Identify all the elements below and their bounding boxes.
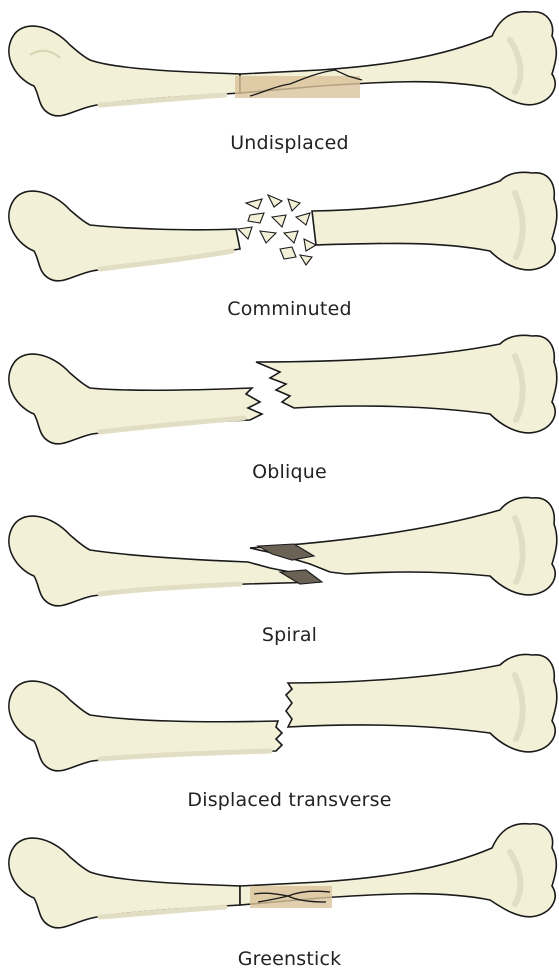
- bone-displaced-transverse: [9, 654, 557, 770]
- bone-spiral: [9, 498, 557, 606]
- label-undisplaced: Undisplaced: [0, 132, 559, 154]
- bone-fragments: [238, 195, 316, 265]
- label-comminuted: Comminuted: [0, 298, 559, 320]
- label-displaced-transverse: Displaced transverse: [0, 789, 559, 811]
- bone-oblique: [9, 335, 557, 444]
- label-oblique: Oblique: [0, 461, 559, 483]
- bone-undisplaced: [9, 12, 556, 116]
- label-spiral: Spiral: [0, 624, 559, 646]
- bone-comminuted: [9, 172, 557, 281]
- bone-greenstick: [9, 824, 556, 928]
- label-greenstick: Greenstick: [0, 948, 559, 970]
